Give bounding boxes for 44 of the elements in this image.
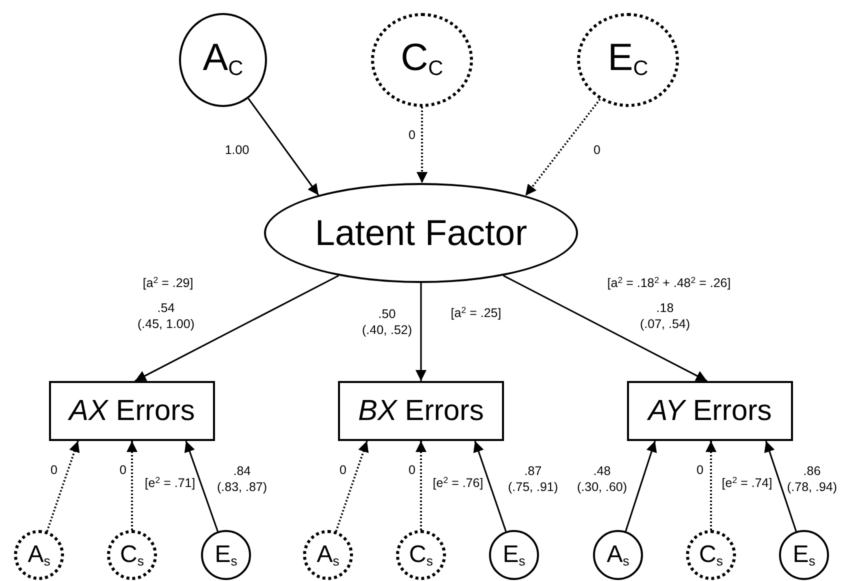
node-label: A$_{s}$ [316,542,340,568]
arrow [184,440,218,532]
latent-variable-ellipse [779,530,829,580]
node-label: AY Errors [648,396,772,426]
node-label: E$_{s}$ [792,542,816,568]
arrow [248,98,320,196]
arrow [706,441,716,530]
observed-variable-box [49,381,215,441]
arrow [416,283,426,381]
arrow [134,274,340,382]
node-label: C$_{s}$ [120,542,144,568]
variance-note: [e$^{2}$ = .76] [432,474,484,492]
arrow [46,440,80,532]
arrow [416,441,426,530]
arrow [416,107,428,183]
node-label: E$_{s}$ [502,542,526,568]
latent-variable-ellipse [201,530,251,580]
node-label: C$_{s}$ [409,542,433,568]
node-label: A$_{s}$ [606,542,630,568]
observed-variable-box [338,381,504,441]
variance-note: [a$^{2}$ = .18$^{2}$ + .48$^{2}$ = .26] [606,274,732,292]
arrow [764,440,797,532]
arrow [335,440,369,532]
variance-note: [a$^{2}$ = .29] [142,274,194,292]
variance-note: [e$^{2}$ = .74] [720,474,774,492]
node-label: E$_{C}$ [608,39,648,81]
arrow [473,440,507,532]
node-label: BX Errors [358,396,484,426]
arrow [502,274,708,382]
latent-variable-ellipse [489,530,539,580]
variance-note: [e$^{2}$ = .71] [144,474,196,492]
node-label: AX Errors [69,396,195,426]
arrow [524,98,601,196]
arrow [126,441,138,530]
node-label: C$_{s}$ [699,542,723,568]
variance-note: [a$^{2}$ = .25] [450,304,502,322]
node-label: Latent Factor [314,215,528,251]
latent-variable-ellipse [593,530,643,580]
arrow [624,440,657,532]
node-label: C$_{C}$ [400,39,444,81]
node-label: A$_{C}$ [202,39,244,81]
node-label: A$_{s}$ [28,542,50,568]
node-label: E$_{s}$ [214,542,238,568]
observed-variable-box [627,381,793,441]
